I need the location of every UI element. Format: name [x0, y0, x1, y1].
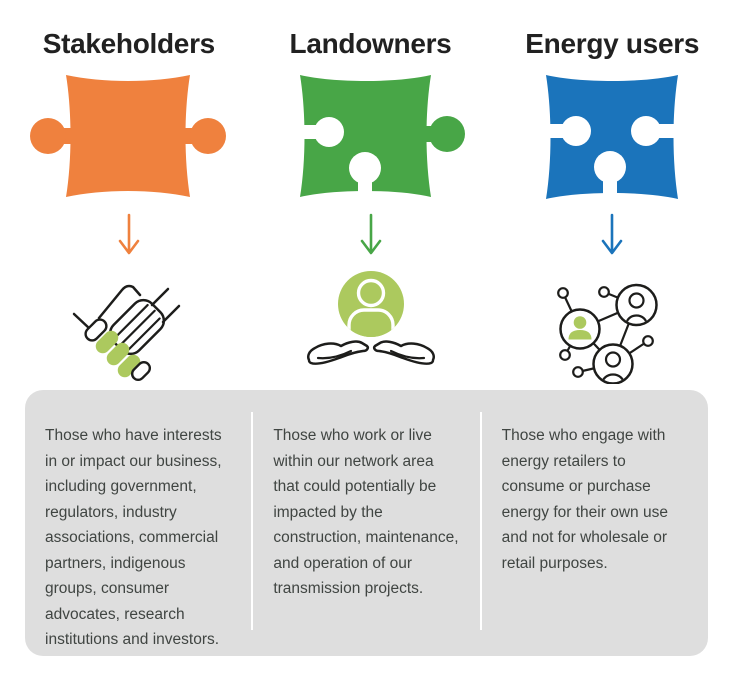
column-stakeholders: Stakeholders — [8, 0, 250, 386]
person-in-open-hands-icon — [306, 270, 435, 365]
puzzle-piece-orange-icon — [29, 74, 226, 197]
columns-row: Stakeholders — [8, 0, 733, 386]
panel-divider — [479, 412, 482, 630]
connected-people-network-icon — [557, 283, 658, 384]
description-text: Those who work or live within our networ… — [273, 427, 459, 597]
puzzle-piece-green-icon — [297, 74, 465, 198]
panel-divider — [251, 412, 254, 630]
description-energy-users: Those who engage with energy retailers t… — [482, 390, 708, 656]
description-text: Those who engage with energy retailers t… — [501, 427, 668, 572]
open-hand-left — [306, 339, 369, 365]
descriptions-panel: Those who have interests in or impact ou… — [25, 390, 708, 656]
puzzle-piece-blue-icon — [544, 74, 681, 200]
description-landowners: Those who work or live within our networ… — [253, 390, 479, 656]
open-hand-right — [372, 339, 435, 365]
column-landowners: Landowners — [250, 0, 492, 386]
column-title-landowners: Landowners — [289, 28, 452, 59]
handshake-icon — [72, 284, 181, 381]
description-text: Those who have interests in or impact ou… — [45, 427, 222, 648]
column-energy-users: Energy users — [491, 0, 733, 386]
column-title-stakeholders: Stakeholders — [42, 28, 216, 59]
down-arrow-green-icon — [360, 213, 381, 254]
down-arrow-blue-icon — [601, 213, 623, 254]
description-stakeholders: Those who have interests in or impact ou… — [25, 390, 251, 656]
column-title-energy-users: Energy users — [525, 28, 700, 59]
down-arrow-orange-icon — [118, 213, 140, 254]
